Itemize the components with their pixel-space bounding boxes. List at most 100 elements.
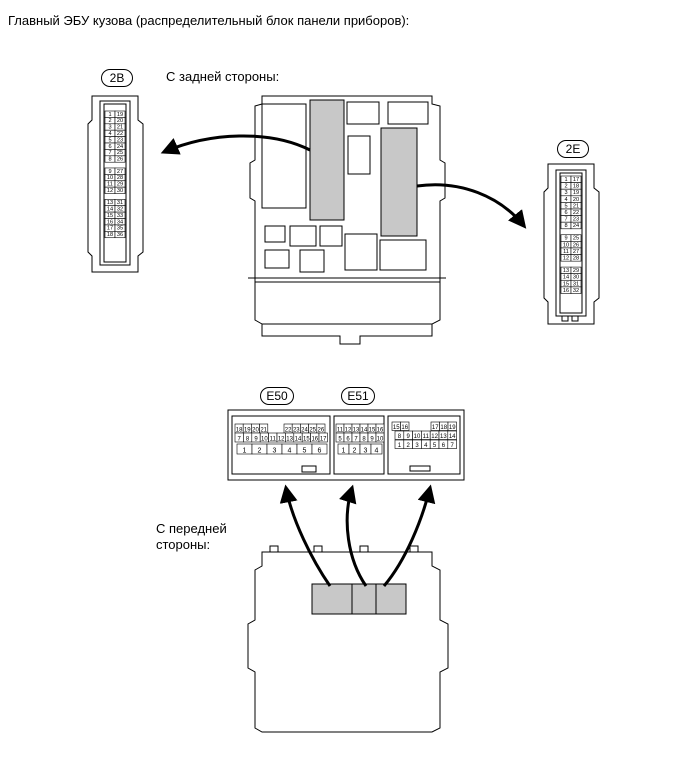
connector-e50-pin-17: 17 (320, 436, 327, 442)
connector-e51-pin-4: 4 (375, 447, 379, 454)
connector-e50-pin-21: 21 (260, 427, 267, 433)
connector-2e-pin-30: 30 (573, 275, 579, 281)
connector-2e-pin-19: 19 (573, 190, 579, 196)
connector-e50-pin-17-cell (318, 432, 328, 443)
connector-e51-pin-16: 16 (377, 427, 384, 433)
connector-2b-pin-27: 27 (117, 169, 123, 175)
connector-e51-pin-12: 12 (345, 427, 352, 433)
connector-2e-pin-5: 5 (564, 203, 567, 209)
connector-e51-pin-5: 5 (338, 436, 342, 442)
connector-right-pin-4: 4 (424, 443, 428, 449)
connector-2b-pin-8: 8 (108, 157, 111, 163)
connector-2b-pin-18: 18 (107, 232, 113, 238)
connector-2e-pin-8: 8 (564, 223, 567, 229)
connector-right-pin-3: 3 (415, 443, 419, 449)
connector-2e-pin-16: 16 (563, 288, 569, 294)
connector-e50-pin-12: 12 (278, 436, 285, 442)
connector-2e-pin-13: 13 (563, 268, 569, 274)
connector-2e-pin-26: 26 (573, 242, 579, 248)
connector-right-pin-19: 19 (449, 425, 456, 431)
connector-e50-pin-10: 10 (261, 436, 268, 442)
connector-2e-pin-10: 10 (563, 242, 569, 248)
connector-2b-pin-26: 26 (117, 157, 123, 163)
page-title: Главный ЭБУ кузова (распределительный бл… (8, 13, 410, 28)
connector-2b-pin-1: 1 (108, 112, 111, 118)
connector-e50-pin-7: 7 (238, 436, 242, 442)
connector-e51-pin-10: 10 (377, 436, 384, 442)
connector-e51-pin-7: 7 (354, 436, 358, 442)
connector-2b-pin-30-cell (114, 186, 126, 194)
connector-e50-pin-6: 6 (318, 447, 322, 454)
connector-2e-pin-15: 15 (563, 281, 569, 287)
connector-e50-pin-3: 3 (273, 447, 277, 454)
connector-right-pin-14: 14 (449, 434, 456, 440)
connector-2b-pin-21: 21 (117, 125, 123, 131)
front-side-label-line1: С передней (156, 521, 227, 536)
connector-right-pin-17: 17 (432, 425, 439, 431)
connector-e50-pin-19: 19 (244, 427, 251, 433)
connector-e50-pin-22: 22 (285, 427, 292, 433)
connector-2b-pin-29: 29 (117, 182, 123, 188)
connector-e50-pin-6-cell (311, 443, 328, 455)
connector-right-pin-7: 7 (451, 443, 455, 449)
connector-right-pin-11: 11 (423, 434, 430, 440)
connector-2e-pin-1: 1 (564, 177, 567, 183)
connector-e51-pin-13: 13 (353, 427, 360, 433)
connector-right-pin-19-cell (447, 421, 457, 431)
connector-e50-pin-1: 1 (243, 447, 247, 454)
connector-2e-pin-24: 24 (573, 223, 579, 229)
connector-e50-pin-20: 20 (252, 427, 259, 433)
connector-2e-pin-32-cell (570, 286, 582, 294)
connector-e51-pin-2: 2 (353, 447, 357, 454)
connector-2e-pin-4: 4 (564, 197, 567, 203)
connector-2e-pin-14: 14 (563, 275, 569, 281)
connector-e51-pin-8: 8 (362, 436, 366, 442)
connector-2e-pin-28-cell (570, 254, 582, 262)
connector-e50-label: E50 (260, 387, 294, 405)
connector-2b-pin-19: 19 (117, 112, 123, 118)
connector-2e-pin-12: 12 (563, 256, 569, 262)
connector-2e-pin-9: 9 (564, 236, 567, 242)
connector-2e-pin-3: 3 (564, 190, 567, 196)
connector-e50-pin-5: 5 (303, 447, 307, 454)
connector-2e-pin-11: 11 (563, 249, 569, 255)
connector-2b-pin-5: 5 (108, 137, 111, 143)
connector-e50-pin-11: 11 (270, 436, 277, 442)
connector-e51-label: E51 (341, 387, 375, 405)
connector-2e-pin-2: 2 (564, 184, 567, 190)
connector-right-pin-2: 2 (407, 443, 411, 449)
connector-e51-pin-4-cell (370, 443, 383, 455)
connector-right-pin-6: 6 (442, 443, 446, 449)
connector-right-pin-14-cell (447, 430, 457, 440)
connector-2e-pin-17: 17 (573, 177, 579, 183)
connector-e51-pin-1: 1 (342, 447, 346, 454)
connector-2e-pin-29: 29 (573, 268, 579, 274)
connector-2b-pin-15: 15 (107, 213, 113, 219)
connector-2e-pin-6: 6 (564, 210, 567, 216)
connector-2b-pin-11: 11 (107, 182, 113, 188)
connector-2e-pin-20: 20 (573, 197, 579, 203)
connector-2b-pin-36: 36 (117, 232, 123, 238)
connector-2b-pin-36-cell (114, 231, 126, 239)
connector-2b-pin-14: 14 (107, 207, 113, 213)
connector-2b-pin-13: 13 (107, 200, 113, 206)
front-side-label-line2: стороны: (156, 537, 211, 552)
connector-2e-pin-18: 18 (573, 184, 579, 190)
connector-right-pin-1: 1 (398, 443, 402, 449)
connector-e50-pin-2: 2 (258, 447, 262, 454)
connector-2b-pin-26-cell (114, 155, 126, 163)
connector-2b-pin-4: 4 (108, 131, 111, 137)
connector-2e-pin-25: 25 (573, 236, 579, 242)
connector-right-pin-13: 13 (440, 434, 447, 440)
connector-2e-pin-23: 23 (573, 217, 579, 223)
connector-2b-pin-20: 20 (117, 118, 123, 124)
connector-2b-pin-3: 3 (108, 125, 111, 131)
connector-e50-pin-15: 15 (303, 436, 310, 442)
connector-right-pin-12: 12 (431, 434, 438, 440)
connector-right-pin-7-cell (447, 439, 457, 449)
connector-2b-pin-7: 7 (108, 150, 111, 156)
connector-e50-pin-9: 9 (254, 436, 258, 442)
connector-2b-pin-2: 2 (108, 118, 111, 124)
